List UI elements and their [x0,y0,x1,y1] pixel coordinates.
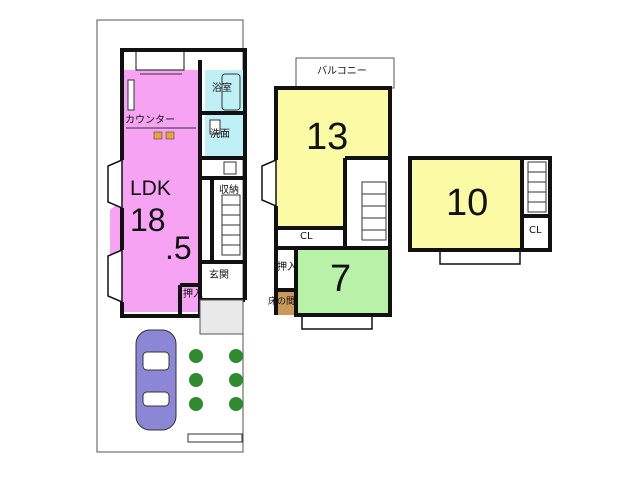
western-room-size: 13 [306,116,349,158]
cl-label-floor2: CL [300,231,313,242]
third-floor-room-size: 10 [446,182,489,224]
tokonoma-label: 床の間 [268,297,296,307]
closet-label-floor1: 押入 [183,289,203,300]
third-floor-room [410,158,522,250]
ldk-room [110,70,198,312]
tree-symbols [189,349,243,411]
storage-label: 収納 [219,185,239,196]
washroom-label: 洗面 [210,129,230,140]
tokonoma-area [276,290,296,315]
closet-label-floor2: 押入 [277,262,297,273]
western-room [276,88,388,228]
japanese-room-size: 7 [330,258,352,300]
balcony [295,57,395,89]
counter-label: カウンター [125,115,175,126]
balcony-label: バルコニー [317,66,367,77]
cl-label-floor3: CL [529,225,542,236]
ldk-size-decimal: .5 [165,230,192,266]
ldk-label: LDK [130,177,171,200]
floor2-walls [274,86,392,317]
bay-window-lower [107,248,123,304]
entrance-label: 玄関 [209,270,229,281]
car-icon [135,329,177,431]
floor1-walls [120,48,247,318]
bay-window-upper [107,158,123,210]
japanese-room [296,248,388,315]
bath-label: 浴室 [212,83,232,94]
ldk-size: 18 [130,202,166,238]
floor3-walls [408,156,552,252]
